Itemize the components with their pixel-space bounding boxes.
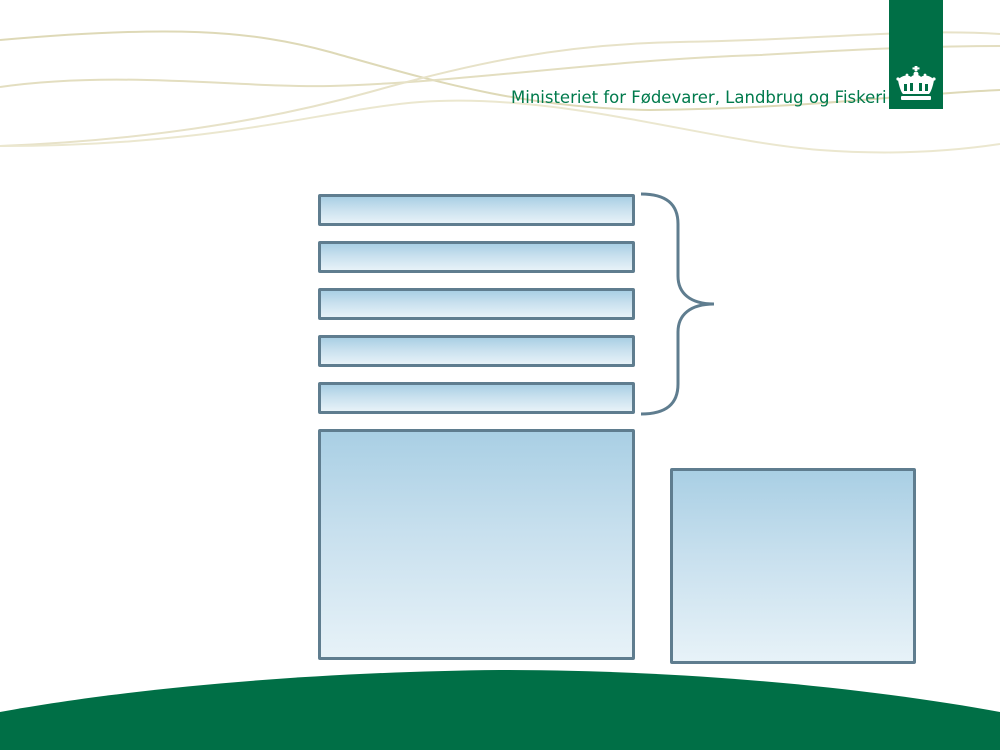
stacked-box-5 [318, 382, 635, 414]
large-box [318, 429, 635, 660]
wave-line-bottom [0, 99, 1000, 154]
wave-line-upper [0, 30, 1000, 112]
ministry-name: Ministeriet for Fødevarer, Landbrug og F… [511, 88, 887, 107]
wave-line-lower [0, 31, 1000, 147]
wave-line-middle [0, 45, 1000, 88]
side-box [670, 468, 916, 664]
ministry-logo [889, 0, 943, 109]
stacked-box-1 [318, 194, 635, 226]
stacked-box-4 [318, 335, 635, 367]
green-hill-footer [0, 670, 1000, 750]
stacked-box-2 [318, 241, 635, 273]
crown-icon [889, 0, 943, 109]
stacked-box-3 [318, 288, 635, 320]
curly-brace-icon [640, 192, 715, 416]
